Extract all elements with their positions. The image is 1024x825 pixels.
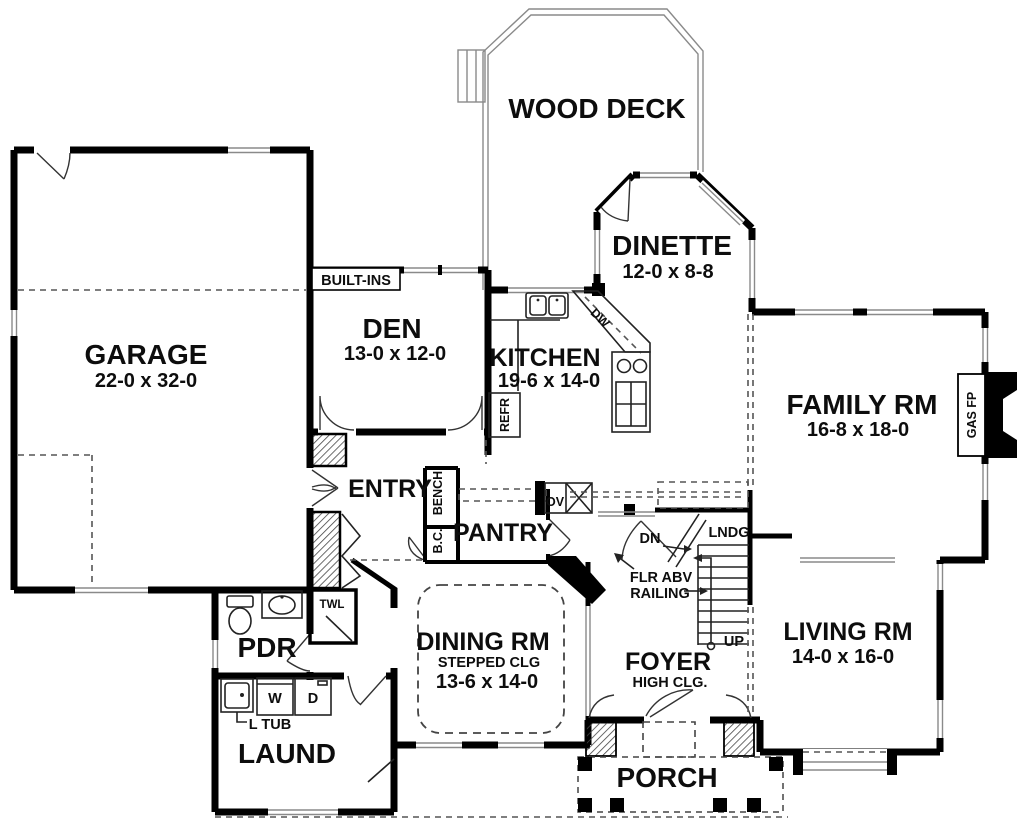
laundry-tub-label: L TUB — [249, 717, 291, 733]
oven-label: OV — [546, 495, 565, 509]
dinette-dims: 12-0 x 8-8 — [622, 261, 713, 283]
dishwasher-label: DW — [588, 306, 613, 331]
landing-label: LNDG — [708, 525, 749, 541]
dining-rm-label: DINING RM — [416, 628, 549, 656]
railing-label: RAILING — [630, 586, 690, 602]
flr-abv-label: FLR ABV — [630, 570, 693, 586]
built-ins-label: BUILT-INS — [321, 273, 391, 289]
pantry-label: PANTRY — [453, 519, 553, 547]
garage-dims: 22-0 x 32-0 — [95, 370, 197, 392]
kitchen-fixtures — [488, 290, 651, 438]
kitchen-sink — [525, 292, 569, 319]
living-rm-label: LIVING RM — [783, 618, 912, 646]
dining-note-label: STEPPED CLG — [438, 655, 540, 671]
garage-label: GARAGE — [85, 339, 208, 370]
den-dims: 13-0 x 12-0 — [344, 343, 446, 365]
porch-structure — [577, 756, 784, 813]
foyer-label: FOYER — [625, 648, 711, 676]
walls — [10, 146, 989, 816]
gas-fireplace — [957, 372, 1017, 458]
range-oven — [611, 351, 651, 433]
doors — [36, 152, 752, 719]
foyer-note-label: HIGH CLG. — [633, 675, 708, 691]
porch-label: PORCH — [616, 762, 717, 793]
up-label: UP — [724, 634, 744, 650]
bench-label: BENCH — [431, 471, 445, 515]
pdr-label: PDR — [237, 632, 296, 663]
bc-label: B.C. — [431, 529, 445, 554]
kitchen-label: KITCHEN — [489, 344, 600, 372]
wall-openings — [34, 146, 710, 725]
wood-deck-label: WOOD DECK — [508, 93, 685, 124]
bay-window — [793, 749, 897, 775]
dashed-lines — [18, 289, 788, 818]
living-rm-dims: 14-0 x 16-0 — [792, 646, 894, 668]
stairs — [614, 513, 749, 651]
wood-deck-outline — [457, 8, 704, 290]
den-label: DEN — [362, 313, 421, 344]
dining-dims: 13-6 x 14-0 — [436, 671, 538, 693]
kitchen-dims: 19-6 x 14-0 — [498, 370, 600, 392]
dryer-label: D — [308, 691, 318, 707]
entry-label: ENTRY — [348, 475, 432, 503]
laundry-fixtures — [220, 677, 395, 783]
windows — [10, 146, 989, 816]
dinette-label: DINETTE — [612, 230, 732, 261]
refrigerator — [488, 392, 521, 438]
washer-label: W — [268, 691, 282, 707]
mudroom-fixtures — [423, 466, 749, 564]
pdr-fixtures — [226, 590, 303, 635]
family-rm-label: FAMILY RM — [787, 389, 938, 420]
laundry-label: LAUND — [238, 738, 336, 769]
refrigerator-label: REFR — [498, 398, 512, 432]
gas-fp-label: GAS FP — [965, 392, 979, 439]
down-label: DN — [640, 531, 661, 547]
towel-closet-label: TWL — [320, 599, 345, 611]
family-rm-dims: 16-8 x 18-0 — [807, 419, 909, 441]
closets — [308, 432, 755, 757]
built-ins-box — [311, 267, 401, 291]
